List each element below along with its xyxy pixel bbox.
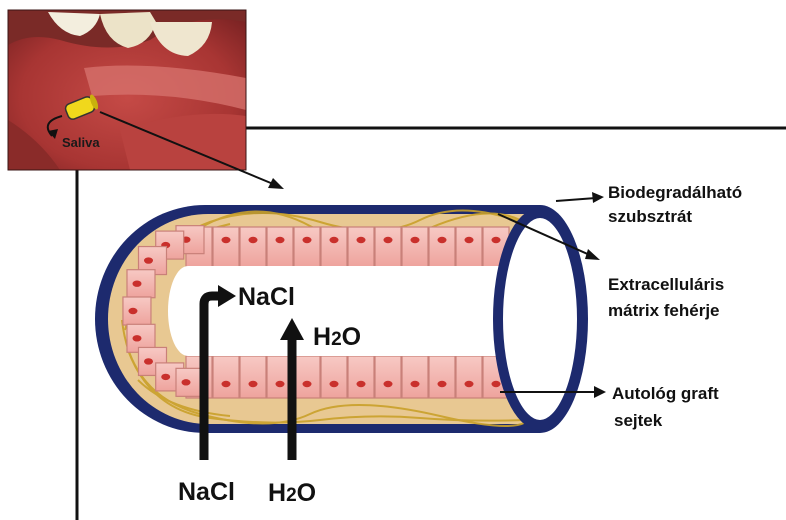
graft-label-line1: Autológ graft xyxy=(612,384,719,403)
side-labels: Biodegradálható szubsztrát Extracellulár… xyxy=(608,183,742,430)
cell-nucleus xyxy=(303,381,312,387)
graft-cell-top xyxy=(429,227,455,267)
cell-nucleus xyxy=(384,237,393,243)
graft-cell-top xyxy=(321,227,347,267)
graft-cell-bottom xyxy=(294,356,320,398)
cell-nucleus xyxy=(132,335,141,341)
nacl-inner-label: NaCl xyxy=(238,283,295,311)
graft-cell-top xyxy=(213,227,239,267)
graft-cell-top xyxy=(375,227,401,267)
cell-nucleus xyxy=(465,381,474,387)
graft-cell-top xyxy=(402,227,428,267)
graft-cell-bottom xyxy=(213,356,239,398)
cell-nucleus xyxy=(132,280,141,286)
graft-label-line2: sejtek xyxy=(614,411,663,430)
tube-open-end xyxy=(498,213,582,425)
graft-cell-top xyxy=(267,227,293,267)
cell-nucleus xyxy=(465,237,474,243)
saliva-label: Saliva xyxy=(62,135,100,150)
cell-nucleus xyxy=(384,381,393,387)
graft-cell-bottom xyxy=(348,356,374,398)
cell-nucleus xyxy=(357,237,366,243)
cell-nucleus xyxy=(303,237,312,243)
cell-nucleus xyxy=(222,381,231,387)
cell-nucleus xyxy=(438,237,447,243)
cell-nucleus xyxy=(492,381,501,387)
nacl-outer-label: NaCl xyxy=(178,478,235,506)
graft-cell-bottom xyxy=(375,356,401,398)
mouth-photo xyxy=(8,10,246,170)
cell-nucleus xyxy=(182,379,191,385)
h2o-outer-label: H2O xyxy=(268,479,316,507)
cell-nucleus xyxy=(330,237,339,243)
cell-nucleus xyxy=(276,237,285,243)
cell-nucleus xyxy=(249,381,258,387)
graft-cell-top xyxy=(240,227,266,267)
biodegradable-label-line1: Biodegradálható xyxy=(608,183,742,202)
graft-cell-bottom xyxy=(429,356,455,398)
graft-cell-top xyxy=(456,227,482,267)
cell-nucleus xyxy=(276,381,285,387)
ecm-label-line2: mátrix fehérje xyxy=(608,301,720,320)
graft-cell-bottom xyxy=(321,356,347,398)
graft-cell-top xyxy=(294,227,320,267)
graft-cell-bottom xyxy=(240,356,266,398)
graft-cell-bottom xyxy=(456,356,482,398)
biodegradable-label-line2: szubsztrát xyxy=(608,207,692,226)
graft-cell-top xyxy=(348,227,374,267)
cell-nucleus xyxy=(411,237,420,243)
cell-nucleus xyxy=(144,257,153,263)
ecm-label-line1: Extracelluláris xyxy=(608,275,724,294)
cell-nucleus xyxy=(249,237,258,243)
cell-nucleus xyxy=(438,381,447,387)
graft-cell-bottom xyxy=(402,356,428,398)
tube xyxy=(95,205,588,433)
cell-nucleus xyxy=(492,237,501,243)
cell-nucleus xyxy=(128,308,137,314)
cell-nucleus xyxy=(161,374,170,380)
cell-nucleus xyxy=(357,381,366,387)
cell-nucleus xyxy=(330,381,339,387)
cell-nucleus xyxy=(222,237,231,243)
cell-nucleus xyxy=(411,381,420,387)
cell-nucleus xyxy=(144,358,153,364)
